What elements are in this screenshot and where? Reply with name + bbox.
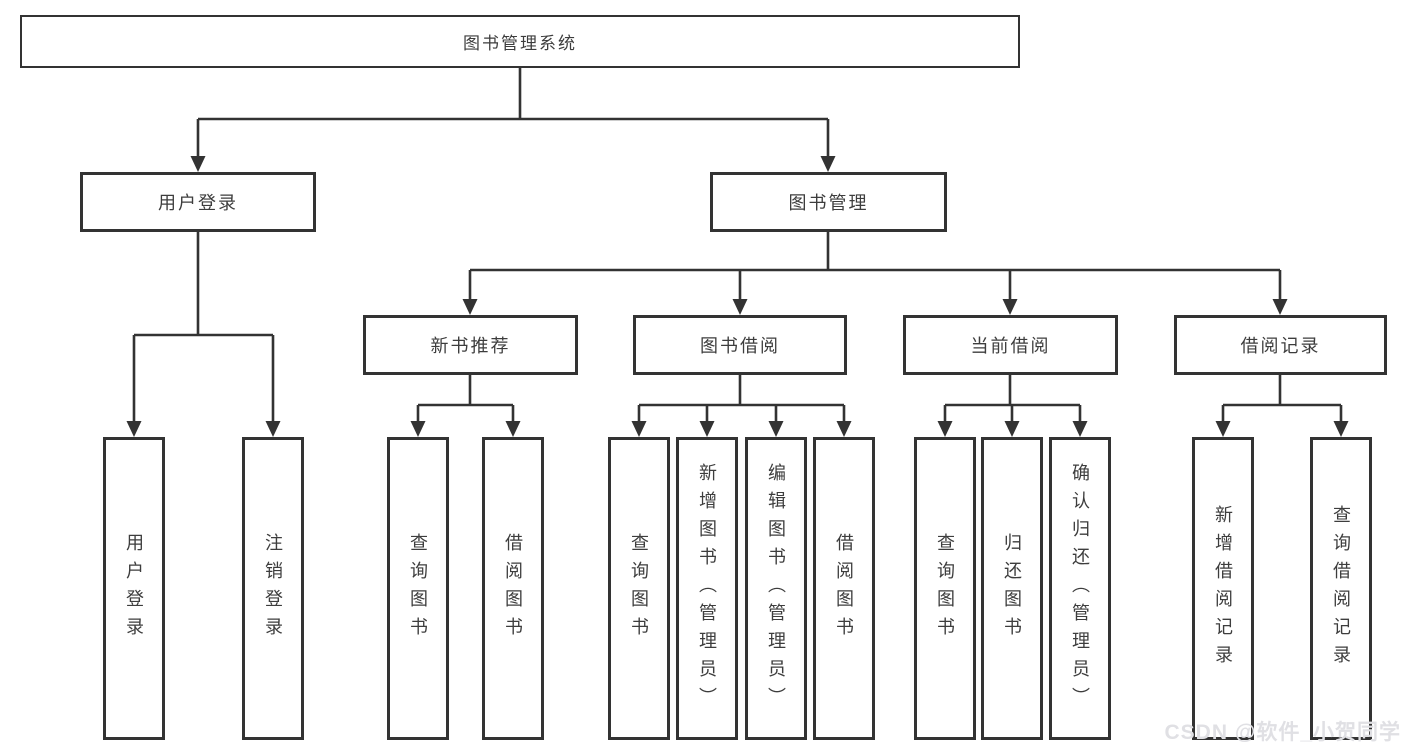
- arrowhead-down-icon: [462, 299, 478, 315]
- leaf-return-books: 归还图书: [981, 437, 1043, 740]
- leaf-user-login: 用户登录: [103, 437, 165, 740]
- leaf-edit-books-admin: 编辑图书（管理员）: [745, 437, 807, 740]
- node-current-borrow-label: 当前借阅: [970, 336, 1051, 356]
- leaf-add-books-admin: 新增图书（管理员）: [676, 437, 738, 740]
- arrowhead-down-icon: [768, 421, 784, 437]
- node-book-borrow-label: 图书借阅: [700, 336, 780, 356]
- leaf-query-borrow-record-label: 查询借阅记录: [1331, 504, 1351, 673]
- arrowhead-down-icon: [631, 421, 647, 437]
- arrowhead-down-icon: [505, 421, 521, 437]
- arrowhead-down-icon: [699, 421, 715, 437]
- node-user-login-label: 用户登录: [158, 193, 238, 213]
- arrowhead-down-icon: [1002, 299, 1018, 315]
- leaf-recommend-borrow-books-label: 借阅图书: [503, 532, 523, 645]
- leaf-borrow-books-label: 借阅图书: [834, 532, 854, 645]
- arrowhead-down-icon: [1004, 421, 1020, 437]
- leaf-current-query-books-label: 查询图书: [935, 532, 955, 645]
- leaf-add-borrow-record: 新增借阅记录: [1192, 437, 1254, 740]
- leaf-return-books-label: 归还图书: [1002, 532, 1022, 645]
- leaf-recommend-query-books: 查询图书: [387, 437, 449, 740]
- node-user-login: 用户登录: [80, 172, 316, 232]
- leaf-confirm-return-admin: 确认归还（管理员）: [1049, 437, 1111, 740]
- leaf-logout-label: 注销登录: [263, 532, 283, 645]
- leaf-borrow-query-books: 查询图书: [608, 437, 670, 740]
- arrowhead-down-icon: [836, 421, 852, 437]
- node-new-book-recommend-label: 新书推荐: [430, 336, 511, 356]
- leaf-edit-books-admin-label: 编辑图书（管理员）: [766, 462, 786, 715]
- node-new-book-recommend: 新书推荐: [363, 315, 578, 375]
- leaf-query-borrow-record: 查询借阅记录: [1310, 437, 1372, 740]
- leaf-add-borrow-record-label: 新增借阅记录: [1213, 504, 1233, 673]
- node-book-management: 图书管理: [710, 172, 947, 232]
- leaf-confirm-return-admin-label: 确认归还（管理员）: [1070, 462, 1090, 715]
- csdn-watermark: CSDN @软件_小贺同学: [1164, 721, 1401, 744]
- arrowhead-down-icon: [265, 421, 281, 437]
- node-book-management-label: 图书管理: [788, 193, 869, 213]
- leaf-recommend-borrow-books: 借阅图书: [482, 437, 544, 740]
- leaf-logout: 注销登录: [242, 437, 304, 740]
- node-root-label: 图书管理系统: [463, 34, 577, 53]
- arrowhead-down-icon: [732, 299, 748, 315]
- leaf-borrow-query-books-label: 查询图书: [629, 532, 649, 645]
- leaf-current-query-books: 查询图书: [914, 437, 976, 740]
- node-borrow-records-label: 借阅记录: [1240, 336, 1321, 356]
- arrowhead-down-icon: [190, 156, 206, 172]
- leaf-recommend-query-books-label: 查询图书: [408, 532, 428, 645]
- arrowhead-down-icon: [937, 421, 953, 437]
- arrowhead-down-icon: [410, 421, 426, 437]
- arrowhead-down-icon: [1333, 421, 1349, 437]
- node-root: 图书管理系统: [20, 15, 1020, 68]
- leaf-user-login-label: 用户登录: [124, 532, 144, 645]
- node-borrow-records: 借阅记录: [1174, 315, 1387, 375]
- arrowhead-down-icon: [1072, 421, 1088, 437]
- leaf-add-books-admin-label: 新增图书（管理员）: [697, 462, 717, 715]
- leaf-borrow-books: 借阅图书: [813, 437, 875, 740]
- arrowhead-down-icon: [820, 156, 836, 172]
- node-book-borrow: 图书借阅: [633, 315, 847, 375]
- arrowhead-down-icon: [1215, 421, 1231, 437]
- arrowhead-down-icon: [126, 421, 142, 437]
- node-current-borrow: 当前借阅: [903, 315, 1118, 375]
- arrowhead-down-icon: [1272, 299, 1288, 315]
